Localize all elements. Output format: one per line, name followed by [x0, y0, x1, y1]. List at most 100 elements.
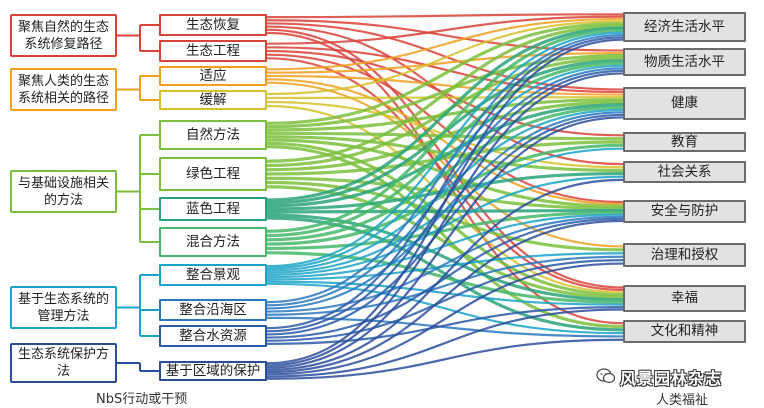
flow-link	[266, 108, 624, 272]
flow-link	[266, 51, 624, 74]
action-label: 适应	[199, 67, 227, 84]
action-label: 基于区域的保护	[165, 362, 261, 379]
action-label: 绿色工程	[186, 165, 240, 182]
flow-link	[266, 217, 624, 339]
watermark-text: 风景园林杂志	[620, 369, 723, 388]
flow-link	[266, 56, 624, 168]
category-label: 与基础设施相关的方法	[18, 175, 110, 208]
flow-link	[266, 103, 624, 208]
flow-link	[266, 282, 624, 335]
wechat-icon	[596, 368, 616, 384]
flow-link	[266, 111, 624, 310]
flow-link	[266, 17, 624, 71]
flow-link	[266, 116, 624, 369]
action-label: 混合方法	[186, 233, 240, 250]
flow-link	[266, 305, 624, 345]
flow-link	[266, 259, 624, 342]
category-box-human-ecosystem: 聚焦人类的生态系统相关的路径	[10, 68, 117, 111]
outcome-box-safety-security: 安全与防护	[623, 200, 746, 223]
category-label: 生态系统保护方法	[18, 347, 110, 379]
action-box-mitigation: 缓解	[159, 90, 267, 110]
outcome-box-social-relations: 社会关系	[623, 161, 746, 183]
flow-link	[266, 140, 624, 176]
flow-link	[266, 145, 624, 329]
flow-link	[266, 78, 624, 206]
outcome-label: 健康	[671, 95, 698, 111]
outcome-box-education: 教育	[623, 132, 746, 152]
outcome-label: 社会关系	[657, 163, 712, 180]
outcome-label: 治理和授权	[650, 246, 719, 263]
flow-link	[266, 262, 624, 376]
flow-link	[266, 54, 624, 129]
flow-link	[266, 36, 624, 330]
outcome-label: 幸福	[671, 290, 698, 306]
outcome-label: 物质生活水平	[644, 53, 725, 70]
flow-link	[266, 255, 624, 316]
flow-link	[266, 28, 624, 233]
flow-link	[266, 21, 624, 125]
action-box-ecological-restoration: 生态恢复	[159, 14, 267, 36]
flow-link	[266, 113, 624, 336]
flow-link	[266, 180, 624, 252]
action-box-natural-approach: 自然方法	[159, 120, 267, 150]
flow-link	[266, 96, 624, 100]
action-box-area-based-protection: 基于区域的保护	[159, 361, 267, 381]
flow-link	[266, 213, 624, 302]
flow-link	[266, 46, 624, 94]
action-box-integrated-water-resources: 整合水资源	[159, 325, 267, 347]
action-box-integrated-landscape: 整合景观	[159, 264, 267, 286]
category-label: 聚焦自然的生态系统修复路径	[18, 19, 110, 52]
flow-link	[266, 178, 624, 371]
action-label: 蓝色工程	[186, 200, 240, 217]
category-label: 基于生态系统的管理方法	[18, 291, 110, 324]
outcome-label: 教育	[671, 133, 698, 150]
flow-links	[266, 13, 624, 380]
flow-link	[266, 252, 624, 281]
flow-link	[266, 15, 624, 45]
flow-link	[266, 143, 624, 246]
action-label: 生态工程	[186, 42, 240, 59]
outcome-box-wellbeing-happiness: 幸福	[623, 285, 746, 312]
action-box-integrated-coastal-zone: 整合沿海区	[159, 299, 267, 321]
category-label: 聚焦人类的生态系统相关的路径	[18, 73, 110, 106]
outcome-label: 安全与防护	[650, 203, 719, 219]
category-box-ecosystem-protection: 生态系统保护方法	[10, 343, 117, 383]
action-box-adaptation: 适应	[159, 66, 267, 86]
flow-link	[266, 33, 624, 304]
flow-link	[266, 100, 624, 172]
flow-link	[266, 219, 624, 374]
flow-link	[266, 74, 624, 96]
flow-link	[266, 72, 624, 367]
outcome-label: 文化和精神	[650, 323, 719, 339]
outcome-label: 经济生活水平	[644, 18, 725, 35]
flow-link	[266, 20, 624, 96]
action-box-blue-engineering: 蓝色工程	[159, 197, 267, 221]
flow-link	[266, 67, 624, 307]
flow-link	[266, 13, 624, 19]
flow-link	[266, 213, 624, 279]
flow-link	[266, 338, 624, 380]
action-box-ecological-engineering: 生态工程	[159, 40, 267, 62]
flow-link	[266, 26, 624, 202]
outcome-box-material-living-standard: 物质生活水平	[623, 48, 746, 76]
flow-link	[266, 308, 624, 378]
flow-link	[266, 210, 624, 251]
outcome-box-economic-living-standard: 经济生活水平	[623, 12, 746, 42]
category-box-ecosystem-management: 基于生态系统的管理方法	[10, 286, 117, 329]
flow-link	[266, 38, 624, 365]
action-label: 整合水资源	[179, 327, 247, 344]
left-caption: NbS行动或干预	[96, 392, 188, 407]
outcome-box-culture-spirit: 文化和精神	[623, 320, 746, 343]
flow-link	[266, 280, 624, 306]
action-label: 整合景观	[186, 266, 240, 283]
action-box-hybrid-approach: 混合方法	[159, 227, 267, 257]
action-label: 整合沿海区	[179, 301, 247, 318]
action-label: 生态恢复	[186, 16, 240, 33]
category-box-nature-restoration: 聚焦自然的生态系统修复路径	[10, 14, 117, 57]
outcome-box-health: 健康	[623, 87, 746, 120]
flow-link	[266, 24, 624, 163]
flow-link	[266, 31, 624, 268]
category-connectors	[117, 24, 159, 372]
outcome-box-governance-empowerment: 治理和授权	[623, 243, 746, 267]
